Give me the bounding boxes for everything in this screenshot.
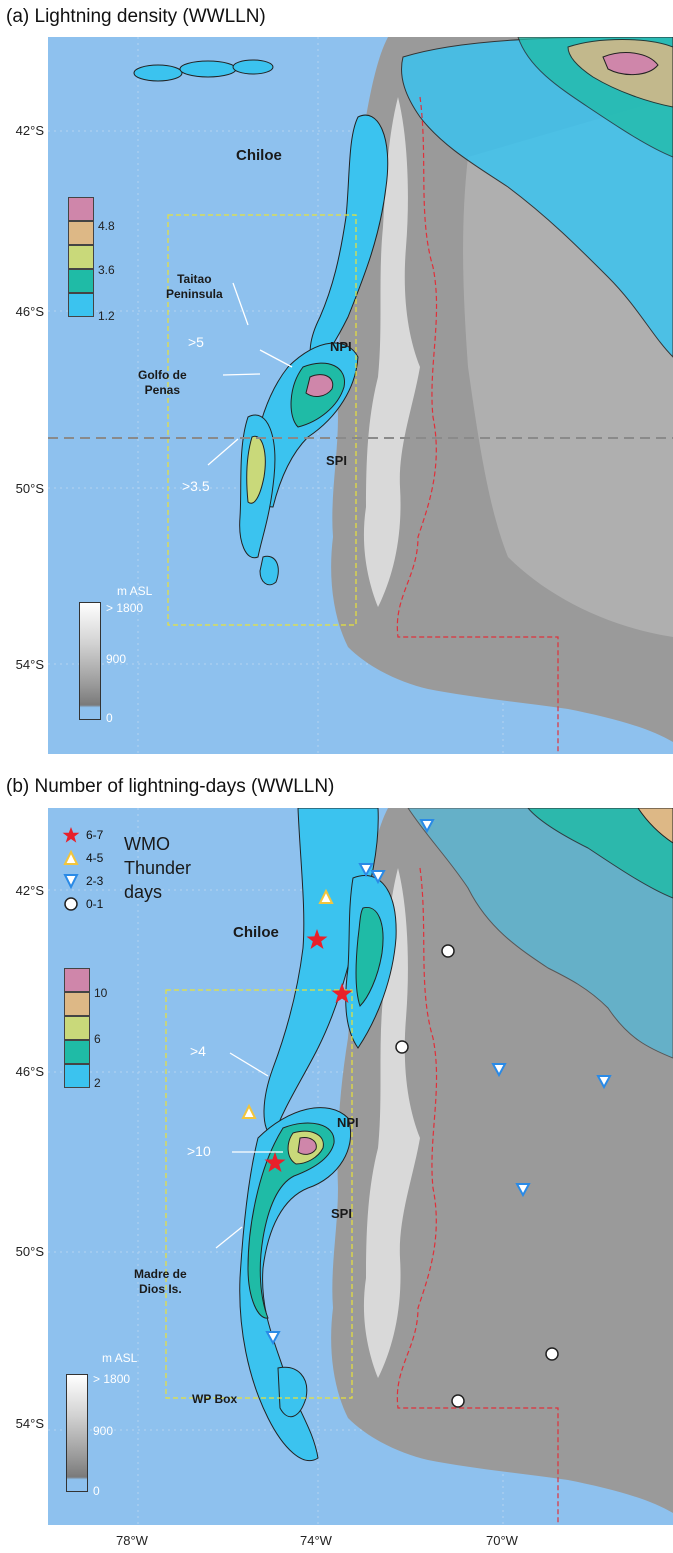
panel-a-lat-label: 42°S [15,123,44,138]
legend-tick: 10 [94,986,108,1000]
panel-b-lon-label: 78°W [116,1533,148,1548]
place-label-chiloe: Chiloe [236,147,282,164]
place-label-npi: NPI [330,339,352,354]
panel-b-elev-title: m ASL [102,1351,138,1365]
yellow-triangle-up-icon [63,849,79,865]
legend-tick: 4.8 [98,219,115,233]
wmo-legend-label: 0-1 [86,897,104,911]
place-label-spi: SPI [326,453,347,468]
panel-a-map-svg [48,37,673,754]
contour-days-south-lvl5 [297,1137,317,1155]
contour-days-ne-lvl4 [637,808,673,844]
contour-days-north-steppe [407,808,673,1059]
andes-snow [363,97,420,607]
contour-islet [179,60,237,78]
annotation-gt10: >10 [187,1143,211,1159]
panel-b-lat-label: 50°S [15,1244,44,1259]
panel-b-elev-tick: 0 [93,1484,100,1498]
panel-b-elev-tick: > 1800 [93,1372,131,1386]
wmo-legend-row: 6-7 [62,826,103,844]
annotation-gt3-5: >3.5 [182,478,210,494]
contour-south-coast-lvl3 [246,435,266,504]
wmo-title-line: Thunder [124,858,192,878]
legend-swatch-level-3 [68,245,94,269]
legend-swatch-level-1 [64,1064,90,1088]
legend-tick: 6 [94,1032,101,1046]
contour-level-5-north [602,52,659,75]
white-circle-icon [64,897,78,911]
panel-b-days-legend: 10 6 2 [64,968,134,1094]
legend-swatch-level-4 [68,221,94,245]
panel-a-elevation-bar [79,602,101,720]
contour-tip-small [259,555,279,586]
red-star-icon [62,827,80,843]
contour-days-inner-lvl2 [355,907,384,1007]
wmo-title-line: days [124,882,163,902]
place-label-golfo: Golfo de Penas [138,368,187,397]
panel-a-lat-label: 50°S [15,481,44,496]
panel-a-title: (a) Lightning density (WWLLN) [6,6,266,27]
panel-a-elev-tick: 0 [106,711,113,725]
blue-triangle-down-icon [63,874,79,890]
andes-snow [363,868,420,1378]
place-label-spi: SPI [331,1206,352,1221]
contour-days-ne-lvl2 [527,808,673,899]
panel-b-lon-label: 74°W [300,1533,332,1548]
contour-islet [232,59,274,75]
panel-b-map-svg [48,808,673,1525]
annotation-gt5: >5 [188,334,204,350]
place-label-chiloe: Chiloe [233,924,279,941]
panel-a-lat-label: 46°S [15,304,44,319]
wp-box [165,989,353,1399]
panel-b-lat-label: 46°S [15,1064,44,1079]
wmo-legend-title: WMO Thunder days [124,832,191,904]
legend-swatch-level-5 [68,197,94,221]
panel-a-density-legend: 4.8 3.6 1.2 [68,197,138,323]
wmo-legend-label: 6-7 [86,828,104,842]
wmo-title-line: WMO [124,834,170,854]
panel-b-title: (b) Number of lightning-days (WWLLN) [6,776,335,797]
contour-golfo-penas-lvl5 [305,374,334,397]
place-label-npi: NPI [337,1115,359,1130]
country-border [396,96,559,754]
legend-swatch-level-2 [64,1040,90,1064]
legend-tick: 1.2 [98,309,115,323]
legend-swatch-level-3 [64,1016,90,1040]
place-label-wpbox: WP Box [192,1392,238,1406]
panel-a-lat-label: 54°S [15,657,44,672]
panel-a-elev-title: m ASL [117,584,153,598]
wmo-legend-row: 0-1 [62,895,103,913]
panel-a-elev-tick: 900 [106,652,127,666]
legend-swatch-level-1 [68,293,94,317]
panel-b-lat-label: 54°S [15,1416,44,1431]
panel-b-lon-label: 70°W [486,1533,518,1548]
annotation-arrows [207,282,293,466]
country-border [396,867,559,1525]
panel-b-elevation-bar [66,1374,88,1492]
wmo-legend-label: 4-5 [86,851,104,865]
legend-tick: 3.6 [98,263,115,277]
wp-box [167,214,357,626]
panel-b-map[interactable] [48,808,673,1525]
legend-swatch-level-2 [68,269,94,293]
place-label-taitao: Taitao Peninsula [166,272,223,301]
panel-b-elev-tick: 900 [93,1424,114,1438]
contour-islet [133,64,183,82]
panel-b-lat-label: 42°S [15,883,44,898]
legend-swatch-level-4 [64,992,90,1016]
place-label-madre: Madre de Dios Is. [134,1267,187,1296]
legend-swatch-level-5 [64,968,90,992]
wmo-legend-row: 4-5 [62,849,103,867]
legend-tick: 2 [94,1076,101,1090]
wmo-legend-label: 2-3 [86,874,104,888]
panel-a-map[interactable] [48,37,673,754]
panel-a-elev-tick: > 1800 [106,601,144,615]
annotation-gt4: >4 [190,1043,206,1059]
wmo-legend-row: 2-3 [62,872,103,890]
